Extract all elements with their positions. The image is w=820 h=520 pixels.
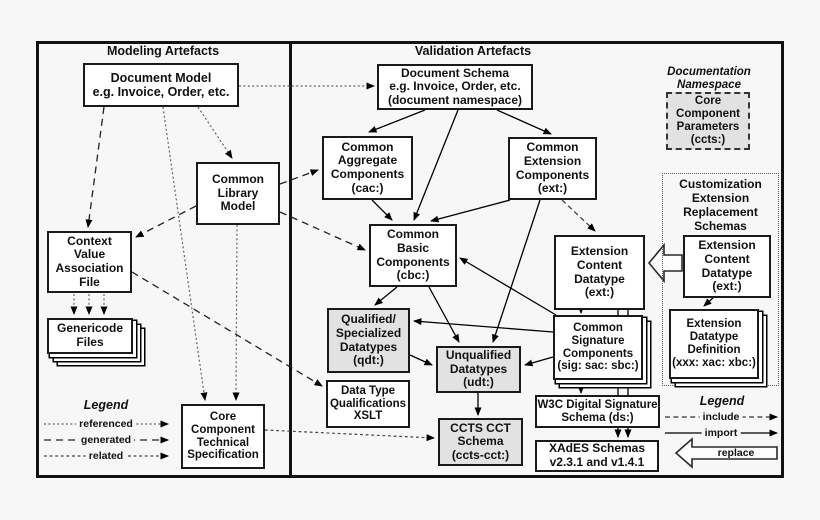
node-document-schema: Document Schema e.g. Invoice, Order, etc… [377, 64, 533, 110]
documentation-namespace-label: Documentation Namespace [667, 66, 751, 92]
panel-divider [289, 41, 292, 478]
node-common-extension-components: Common Extension Components (ext:) [508, 137, 597, 200]
legend-replace-arrow-icon [674, 437, 778, 469]
legend-generated-label: generated [77, 434, 135, 446]
outer-frame [36, 41, 784, 478]
node-common-library-model: Common Library Model [196, 162, 280, 225]
customization-schemas-label: Customization Extension Replacement Sche… [679, 177, 762, 234]
legend-include-label: include [699, 411, 743, 423]
node-unqualified-datatypes: Unqualified Datatypes (udt:) [436, 346, 521, 393]
node-data-type-qualifications-xslt: Data Type Qualifications XSLT [326, 380, 410, 428]
legend-right-title: Legend [699, 394, 745, 408]
replace-arrows [647, 242, 778, 469]
node-extension-content-datatype-replacement: Extension Content Datatype (ext:) [683, 235, 771, 298]
node-extension-content-datatype: Extension Content Datatype (ext:) [554, 235, 645, 310]
customization-schemas-frame [662, 173, 779, 386]
node-core-component-technical-specification: Core Component Technical Specification [181, 404, 265, 469]
node-w3c-digital-signature-schema: W3C Digital Signature Schema (ds:) [535, 395, 660, 428]
legend-related-label: related [85, 450, 127, 462]
validation-artefacts-header: Validation Artefacts [414, 44, 532, 58]
legend-referenced-label: referenced [76, 418, 136, 430]
node-ccts-cct-schema: CCTS CCT Schema (ccts-cct:) [438, 418, 523, 466]
node-common-signature-components: Common Signature Components (sig: sac: s… [553, 315, 643, 380]
legend-import-label: import [701, 427, 741, 439]
node-core-component-parameters: Core Component Parameters (ccts:) [666, 92, 750, 150]
node-common-aggregate-components: Common Aggregate Components (cac:) [322, 136, 413, 200]
node-common-basic-components: Common Basic Components (cbc:) [369, 224, 457, 287]
modeling-artefacts-header: Modeling Artefacts [106, 44, 220, 58]
node-context-value-association-file: Context Value Association File [47, 231, 132, 293]
node-genericode-files: Genericode Files [47, 318, 133, 354]
node-xades-schemas: XAdES Schemas v2.3.1 and v1.4.1 [535, 440, 659, 472]
node-document-model: Document Model e.g. Invoice, Order, etc. [83, 63, 239, 107]
legend-replace-label: replace [717, 447, 755, 459]
node-qualified-specialized-datatypes: Qualified/ Specialized Datatypes (qdt:) [327, 308, 410, 373]
replace-arrow-icon [647, 242, 683, 284]
legend-left-title: Legend [83, 398, 129, 412]
node-extension-datatype-definition: Extension Datatype Definition (xxx: xac:… [669, 309, 759, 379]
